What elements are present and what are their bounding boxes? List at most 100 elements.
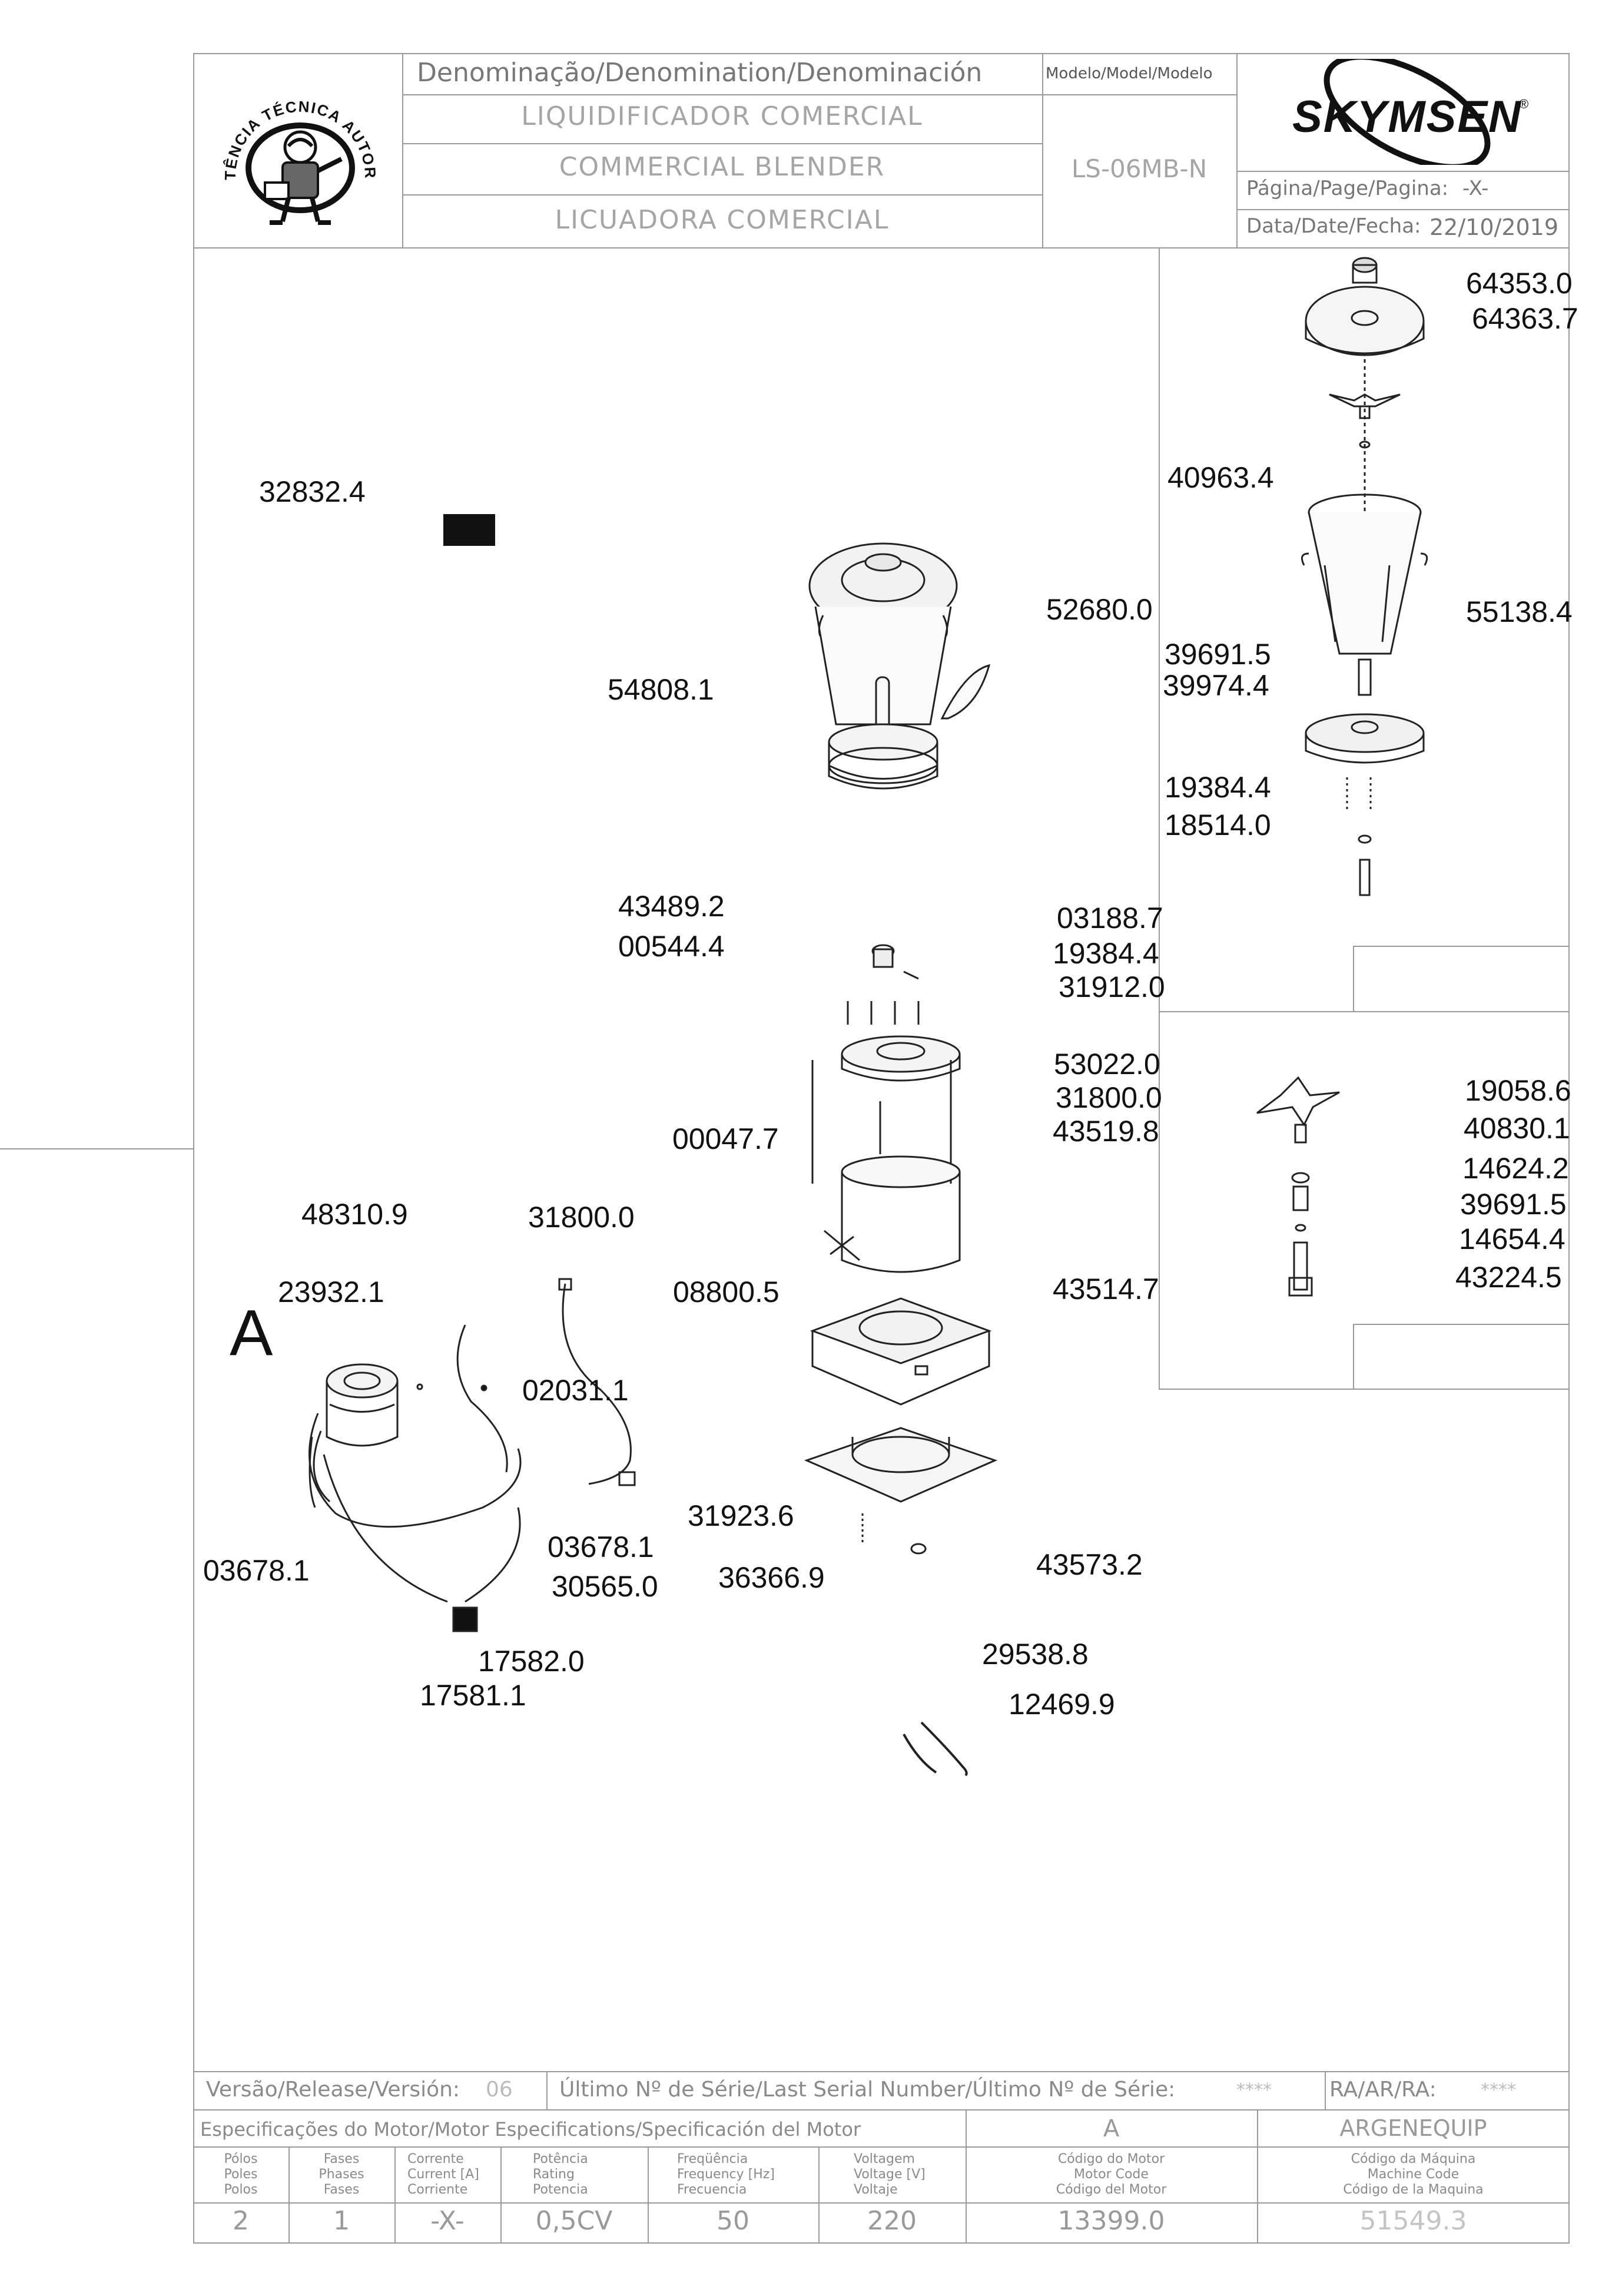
header-divider-2 [1042,53,1043,247]
part-number: 14654.4 [1459,1222,1565,1255]
product-name-es: LICUADORA COMERCIAL [555,205,890,235]
header-bottom-rule [193,247,1570,249]
header-row-rule-5 [1236,171,1570,172]
part-number: 39691.5 [1165,638,1271,671]
header-row-rule-4 [1042,94,1236,95]
blade-detail [1256,1076,1340,1297]
motor-class: A [1103,2115,1120,2142]
detail-panel-left-rule [1159,247,1160,1390]
manufacturer: ARGENEQUIP [1339,2115,1487,2141]
footer-rule-2 [193,2109,1570,2111]
footer-top-rule [193,2071,1570,2072]
detail-notch-2-v [1353,1324,1354,1389]
part-number: 03678.1 [203,1554,310,1587]
part-number: 53022.0 [1054,1048,1160,1081]
part-number: 02031.1 [522,1374,629,1407]
assembled-jar [808,542,958,790]
part-number: 52680.0 [1046,593,1153,626]
part-number: 36366.9 [718,1561,825,1594]
footer-col-div-3 [500,2146,502,2244]
part-number: 43224.5 [1455,1261,1562,1294]
detail-panel-bottom-rule [1159,1389,1570,1390]
part-number: 55138.4 [1466,595,1573,628]
date-label: Data/Date/Fecha: [1246,214,1421,238]
serial-label: Último Nº de Série/Last Serial Number/Úl… [559,2078,1176,2102]
footer-div-ra [1325,2071,1326,2109]
footer-rule-4 [193,2202,1570,2204]
motor-assembly [308,1278,636,1632]
part-number: 31912.0 [1059,970,1165,1003]
skymsen-logo: SKYMSEN ® [1260,54,1554,170]
spec-value-frequency: 50 [717,2206,749,2236]
header-row-rule-3 [402,194,1042,196]
footer-col-div-1 [288,2146,290,2244]
part-number: 30565.0 [552,1570,658,1603]
ra-label: RA/AR/RA: [1329,2078,1437,2102]
part-number: 19384.4 [1165,771,1271,804]
product-name-pt: LIQUIDIFICADOR COMERCIAL [521,101,923,131]
left-margin-rule [0,1148,193,1149]
main-frame [193,53,1570,2244]
motor-base-parts [804,944,998,1555]
spec-value-current: -X- [430,2206,465,2236]
spec-value-machine-code: 51549.3 [1359,2206,1467,2236]
spec-value-rating: 0,5CV [535,2206,613,2236]
spec-value-phases: 1 [333,2206,350,2236]
part-number: 19384.4 [1053,937,1159,970]
release-label: Versão/Release/Versión: [206,2078,460,2102]
part-number: 23932.1 [278,1275,384,1308]
technical-assistance-seal: ASSISTÊNCIA TÉCNICA AUTORIZADA [194,45,400,241]
part-number: 43489.2 [618,890,725,923]
part-number: 39974.4 [1163,669,1269,702]
detail-notch-1-v [1353,946,1354,1011]
footer-div-motor-code [966,2109,967,2244]
part-number: 17582.0 [478,1645,585,1678]
motor-spec-label: Especificações do Motor/Motor Especifica… [200,2118,861,2141]
footer-div-machine-code [1257,2109,1258,2244]
part-number: 19058.6 [1465,1074,1571,1107]
part-number: 18514.0 [1165,809,1271,841]
spec-value-motor-code: 13399.0 [1057,2206,1165,2236]
brand-swoosh-icon [1324,54,1491,170]
exploded-jar-parts [1301,257,1428,896]
header-row-rule-1 [402,94,1042,95]
serial-value: **** [1236,2080,1272,2100]
part-number: 14624.2 [1462,1152,1569,1185]
seal-icon: ASSISTÊNCIA TÉCNICA AUTORIZADA [194,45,378,225]
spec-value-poles: 2 [233,2206,249,2236]
detail-notch-2-h [1353,1324,1570,1325]
date-value: 22/10/2019 [1429,214,1559,240]
header-row-rule-6 [1236,209,1570,210]
release-value: 06 [486,2078,513,2102]
model-value: LS-06MB-N [1071,154,1208,183]
black-label-plate [443,514,495,546]
part-number: 31923.6 [688,1499,794,1532]
denomination-label: Denominação/Denomination/Denominación [417,58,983,88]
page-label: Página/Page/Pagina: [1246,177,1449,200]
part-number: 03188.7 [1057,902,1163,935]
view-label-a: A [230,1297,273,1369]
header-divider-3 [1236,53,1238,247]
part-number: 12469.9 [1009,1688,1115,1721]
detail-notch-1-h [1353,946,1570,947]
part-number: 03678.1 [548,1530,654,1563]
brand-name: SKYMSEN [1292,92,1522,142]
spatula-blade [940,664,991,720]
spec-value-voltage: 220 [867,2206,917,2236]
part-number: 31800.0 [528,1201,635,1234]
footer-rule-3 [193,2146,1570,2148]
detail-panel-mid-rule [1159,1011,1570,1012]
model-label: Modelo/Model/Modelo [1046,65,1213,82]
part-number: 40830.1 [1464,1112,1570,1145]
part-number: 00544.4 [618,930,725,963]
